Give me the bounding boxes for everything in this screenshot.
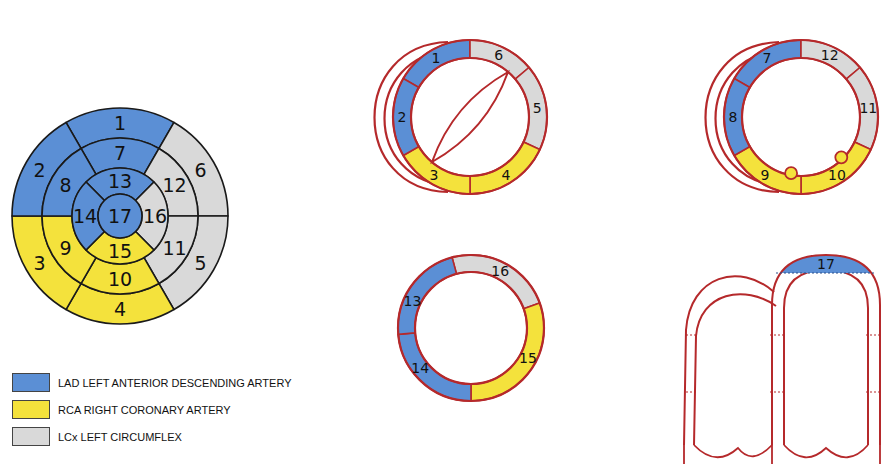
legend: LAD LEFT ANTERIOR DESCENDING ARTERY RCA R…: [12, 369, 292, 450]
segment-number: 10: [108, 270, 132, 289]
segment-number: 8: [729, 110, 738, 124]
segment-number: 5: [533, 101, 542, 115]
endocardium-outline: [411, 58, 529, 176]
long-axis-view: [684, 255, 882, 464]
legend-row: LAD LEFT ANTERIOR DESCENDING ARTERY: [12, 369, 292, 396]
segment-number: 10: [828, 168, 846, 182]
segment-number: 17: [817, 257, 835, 271]
segment-number: 2: [33, 160, 45, 179]
cap-boundary: [776, 272, 876, 273]
right-ventricle-outer: [684, 276, 774, 445]
segment-number: 2: [398, 110, 407, 124]
epicardium-outline: [393, 40, 547, 194]
level-tick: [866, 392, 882, 393]
vessel-wall: [683, 445, 685, 464]
segment-number: 1: [432, 51, 441, 65]
bullseye-segment: [98, 194, 142, 238]
level-tick: [770, 392, 786, 393]
segment-number: 9: [59, 238, 71, 257]
segment-number: 11: [859, 101, 877, 115]
legend-row: LCx LEFT CIRCUMFLEX: [12, 423, 292, 450]
left-ventricle-ground: [724, 40, 878, 194]
segment-number: 3: [33, 253, 45, 272]
papillary-muscle: [835, 151, 847, 163]
legend-text: LAD LEFT ANTERIOR DESCENDING ARTERY: [58, 377, 292, 389]
segment-number: 4: [114, 300, 126, 319]
segment-number: 17: [108, 207, 132, 226]
mid-short-axis: [724, 40, 878, 194]
level-tick: [686, 392, 696, 393]
left-ventricle-outer: [772, 255, 880, 445]
valve-leaflets: [694, 445, 868, 457]
segment-number: 12: [821, 48, 839, 62]
epicardium-outline: [724, 40, 878, 194]
segment-number: 13: [108, 172, 132, 191]
segment-number: 13: [404, 294, 422, 308]
endocardium-outline: [415, 272, 527, 384]
legend-swatch: [12, 427, 50, 446]
segment-number: 7: [763, 51, 772, 65]
segment-number: 8: [59, 175, 71, 194]
segment-number: 15: [519, 351, 537, 365]
mitral-valve: [432, 72, 508, 162]
left-ventricle-ground: [393, 40, 547, 194]
segment-number: 6: [194, 160, 206, 179]
basal-short-axis: [393, 40, 547, 194]
segment-number: 6: [494, 48, 503, 62]
endocardium-outline: [742, 58, 860, 176]
level-tick: [866, 335, 882, 336]
bullseye-plot: [12, 108, 228, 324]
segment-number: 3: [429, 168, 438, 182]
epicardium-outline: [398, 255, 544, 401]
right-ventricle-inner: [694, 294, 776, 445]
segment-number: 1: [114, 114, 126, 133]
segment-number: 15: [108, 242, 132, 261]
legend-text: LCx LEFT CIRCUMFLEX: [58, 431, 182, 443]
segment-number: 16: [491, 264, 509, 278]
vessel-wall: [771, 445, 773, 464]
legend-swatch: [12, 400, 50, 419]
segment-number: 12: [162, 175, 186, 194]
vessel-wall: [879, 445, 881, 464]
segment-number: 7: [114, 144, 126, 163]
apical-cap: [772, 255, 880, 273]
apical-short-axis: [398, 255, 544, 401]
segment-number: 14: [73, 207, 97, 226]
papillary-muscle: [785, 167, 797, 179]
segment-number: 4: [502, 168, 511, 182]
level-tick: [770, 335, 786, 336]
segment-number: 11: [162, 238, 186, 257]
legend-row: RCA RIGHT CORONARY ARTERY: [12, 396, 292, 423]
level-tick: [686, 335, 696, 336]
segment-number: 5: [194, 253, 206, 272]
wall-segment: [515, 68, 547, 150]
segment-number: 14: [411, 361, 429, 375]
segment-number: 16: [143, 207, 167, 226]
left-ventricle-inner: [784, 270, 868, 445]
legend-text: RCA RIGHT CORONARY ARTERY: [58, 404, 231, 416]
wall-segment: [471, 303, 544, 401]
legend-swatch: [12, 373, 50, 392]
wall-segment: [846, 68, 878, 150]
segment-number: 9: [760, 168, 769, 182]
